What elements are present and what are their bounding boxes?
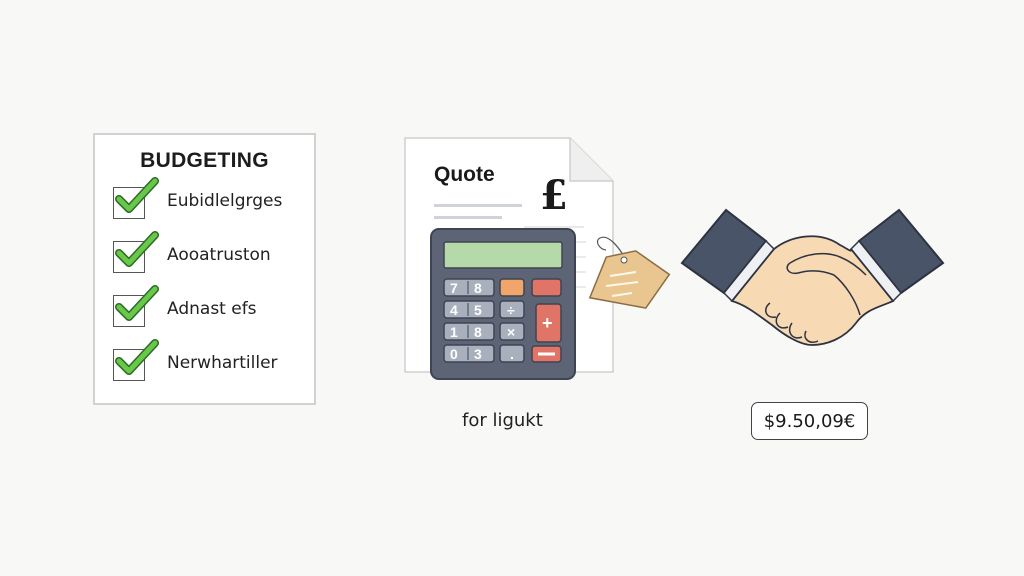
quote-title: Quote xyxy=(434,163,495,186)
pound-currency-icon: £ xyxy=(540,172,568,219)
svg-text:×: × xyxy=(507,324,515,340)
checkmark-icon xyxy=(115,177,159,213)
price-tag-icon xyxy=(588,236,671,309)
svg-text:+: + xyxy=(542,313,553,333)
price-badge: $9.50,09€ xyxy=(751,402,868,440)
checklist-item-label: Adnast efs xyxy=(167,299,257,319)
checklist-item-label: Eubidlelgrges xyxy=(167,191,283,211)
checklist-item[interactable]: Adnast efs xyxy=(113,285,313,329)
quote-caption: for ligukt xyxy=(462,410,543,431)
handshake-icon xyxy=(680,208,945,346)
svg-text:0: 0 xyxy=(450,346,458,362)
svg-text:1: 1 xyxy=(450,324,458,340)
svg-text:8: 8 xyxy=(474,280,482,296)
checklist-item-label: Aooatruston xyxy=(167,245,271,265)
svg-text:.: . xyxy=(510,346,514,362)
svg-text:7: 7 xyxy=(450,280,458,296)
checklist-item[interactable]: Eubidlelgrges xyxy=(113,177,313,221)
svg-text:3: 3 xyxy=(474,346,482,362)
checklist-item-label: Nerwhartiller xyxy=(167,353,278,373)
svg-text:÷: ÷ xyxy=(507,302,515,318)
checkmark-icon xyxy=(115,231,159,267)
svg-text:8: 8 xyxy=(474,324,482,340)
checkmark-icon xyxy=(115,339,159,375)
budgeting-checklist-card: BUDGETING Eubidlelgrges Aooatruston Adna… xyxy=(93,133,316,405)
checklist-item[interactable]: Aooatruston xyxy=(113,231,313,275)
checkmark-icon xyxy=(115,285,159,321)
svg-text:4: 4 xyxy=(450,302,458,318)
checklist-title: BUDGETING xyxy=(140,149,269,172)
svg-text:5: 5 xyxy=(474,302,482,318)
checklist-item[interactable]: Nerwhartiller xyxy=(113,339,313,383)
